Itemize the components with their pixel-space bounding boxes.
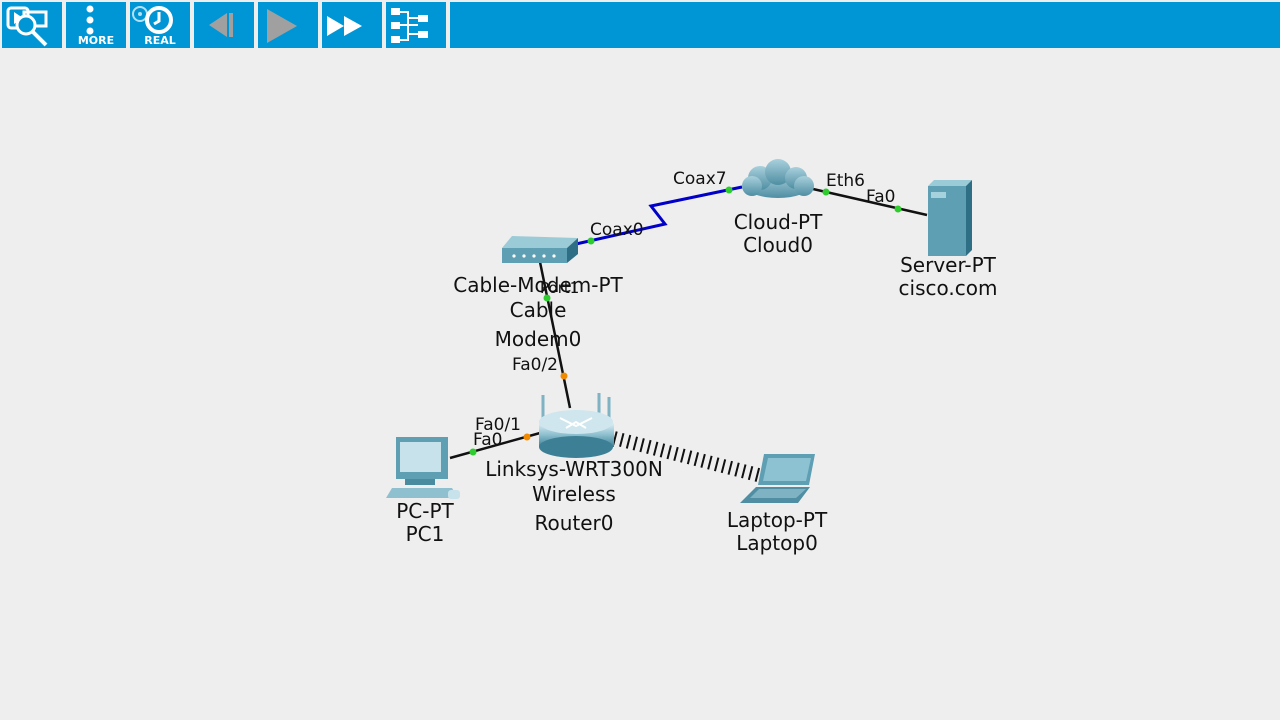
router-fa02-status-dot (560, 372, 568, 380)
cloud-server-link[interactable] (812, 187, 928, 217)
play-button[interactable] (258, 2, 318, 48)
cable-modem-device-icon[interactable] (502, 236, 578, 263)
port-label-coax0: Coax0 (590, 220, 644, 240)
step-back-icon (209, 13, 233, 37)
port-label-fa0-2: Fa0/2 (512, 355, 558, 375)
cloud-model-label: Cloud-PT (733, 210, 823, 234)
topology-button[interactable] (386, 2, 446, 48)
server-label: Server-PT cisco.com (899, 254, 998, 300)
server-name-label: cisco.com (898, 276, 998, 300)
inspect-button[interactable] (2, 2, 62, 48)
router-label: Linksys-WRT300N Wireless Router0 (485, 457, 663, 536)
wireless-link[interactable] (612, 431, 764, 483)
server-device-icon[interactable] (928, 180, 972, 256)
router-name-label-2: Router0 (534, 511, 614, 535)
pc-model-label: PC-PT (396, 499, 454, 523)
tree-topology-icon (391, 8, 428, 43)
server-model-label: Server-PT (900, 253, 996, 277)
modem-router-link[interactable] (538, 261, 572, 409)
coax0-status-dot (587, 237, 595, 245)
modem-label: Cable-Modem-PT Cable Modem0 (453, 273, 622, 352)
modem-name-label-1: Cable (509, 298, 567, 322)
more-button[interactable]: MORE (66, 2, 126, 48)
realtime-button[interactable]: REAL (130, 2, 190, 48)
laptop-device-icon[interactable] (740, 454, 815, 503)
wireless-router-device-icon[interactable] (539, 393, 614, 458)
port-label-eth6: Eth6 (826, 171, 865, 191)
cloud-label: Cloud-PT Cloud0 (734, 211, 823, 257)
vertical-dots-icon (86, 5, 94, 35)
pc-label: PC-PT PC1 (396, 500, 454, 546)
router-name-label-1: Wireless (532, 482, 616, 506)
fast-forward-icon (327, 16, 362, 36)
pc-fa0-status-dot (469, 448, 477, 456)
cloud-device-icon[interactable] (742, 159, 814, 198)
laptop-label: Laptop-PT Laptop0 (727, 509, 827, 555)
step-back-button[interactable] (194, 2, 254, 48)
port-label-port1: Port1 (540, 279, 580, 297)
laptop-name-label: Laptop0 (736, 531, 818, 555)
coax7-status-dot (725, 186, 733, 194)
more-caption: MORE (77, 34, 115, 47)
modem-model-label: Cable-Modem-PT (453, 273, 623, 297)
laptop-model-label: Laptop-PT (726, 508, 828, 532)
port-label-pc-fa0: Fa0 (473, 430, 503, 450)
fast-forward-button[interactable] (322, 2, 382, 48)
router-model-label: Linksys-WRT300N (485, 457, 663, 481)
eth6-status-dot (822, 188, 830, 196)
inspect-magnifier-icon (6, 6, 48, 47)
cloud-name-label: Cloud0 (743, 233, 813, 257)
workspace-canvas[interactable]: Cloud-PT Cloud0 Server-PT cisco.com Cabl… (0, 50, 1280, 720)
topology-drawing (386, 159, 972, 503)
modem-name-label-2: Modem0 (494, 327, 582, 351)
modem-port1-status-dot (543, 294, 551, 302)
play-icon (267, 9, 297, 43)
realtime-caption: REAL (144, 34, 176, 47)
toolbar-spacer (450, 2, 1280, 48)
pc-device-icon[interactable] (386, 437, 460, 499)
server-fa0-status-dot (894, 205, 902, 213)
pc-name-label: PC1 (405, 522, 445, 546)
port-label-server-fa0: Fa0 (866, 187, 896, 207)
router-fa01-status-dot (523, 433, 531, 441)
coax-link[interactable] (575, 185, 743, 246)
clock-icon (132, 6, 173, 34)
port-label-fa0-1: Fa0/1 (475, 415, 521, 435)
port-label-coax7: Coax7 (673, 169, 727, 189)
main-toolbar: MORE REAL (0, 0, 1280, 50)
